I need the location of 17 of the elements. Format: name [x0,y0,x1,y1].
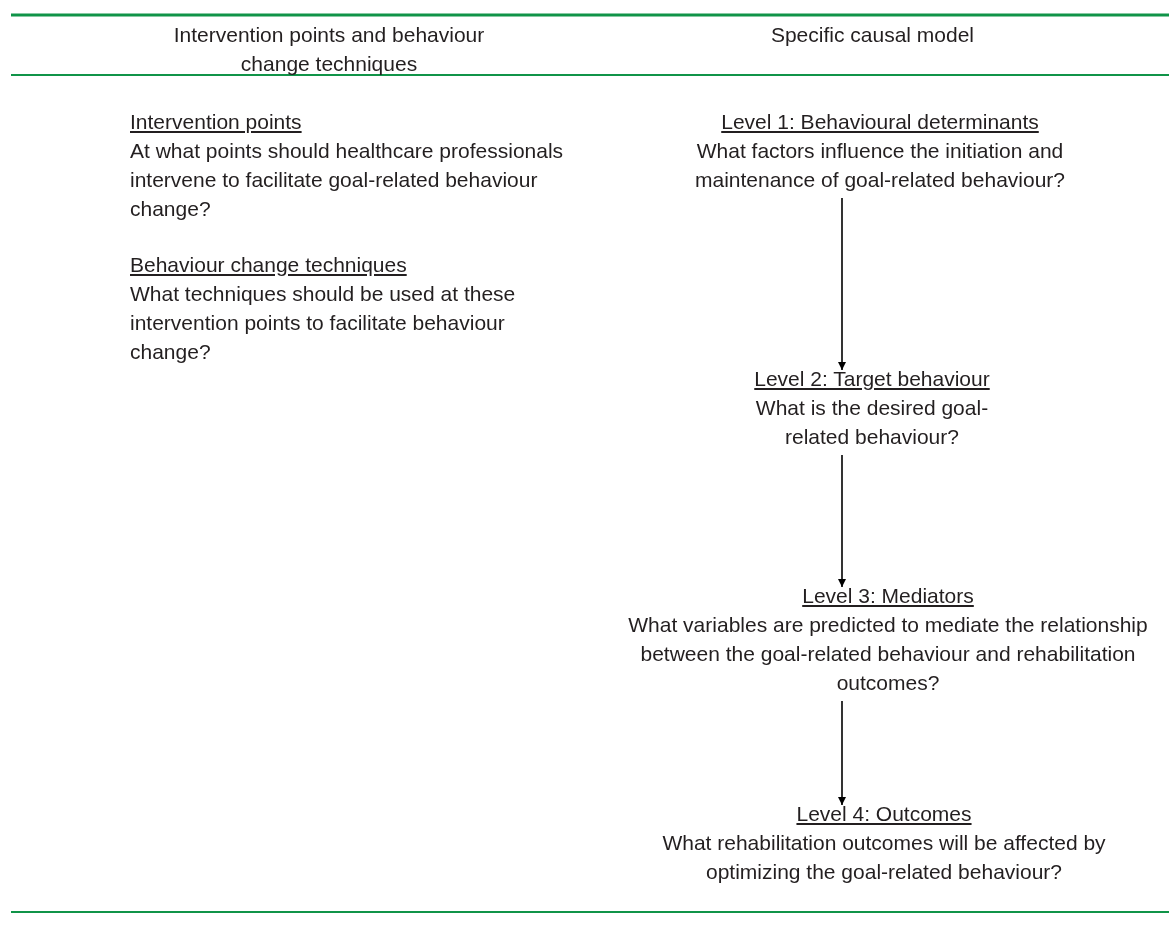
question-text: What rehabilitation outcomes will be affected by optimizing the goal-related behaviour? [661,830,1107,885]
section-heading: Intervention points [130,109,303,135]
level-heading: Level 4: Outcomes [795,801,973,827]
question-text: At what points should healthcare professionals intervene to facilitate goal-related behaviour change? [130,138,565,222]
arrow [838,197,846,371]
level-heading: Level 2: Target behaviour [753,366,991,392]
level-heading: Level 1: Behavioural determinants [720,109,1040,135]
question-text: What factors influence the initiation and maintenance of goal-related behaviour? [693,138,1067,193]
section-heading: Behaviour change techniques [130,252,408,278]
arrow [838,700,846,806]
column-header: Intervention points and behaviour change techniques [172,22,486,77]
question-text: What is the desired goal-related behaviour? [754,395,990,450]
question-text: What variables are predicted to mediate the relationship between the goal-related behaviour and rehabilitation outcomes? [627,612,1149,696]
column-header: Specific causal model [769,22,976,48]
question-text: What techniques should be used at these intervention points to facilitate behaviour change? [130,281,517,365]
arrow [838,454,846,588]
level-heading: Level 3: Mediators [801,583,975,609]
